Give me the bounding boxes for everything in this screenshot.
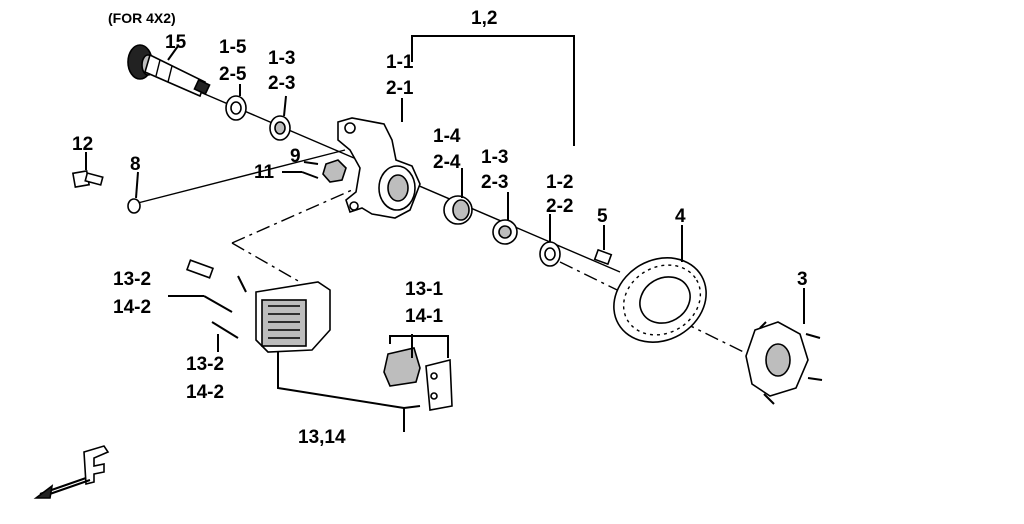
label-2-5: 2-5 [219,64,247,85]
wheel-hub-part [745,321,823,405]
knuckle-part [337,117,421,219]
label-15: 15 [165,32,187,53]
label-11: 11 [254,162,275,183]
brake-disc-part [613,257,707,343]
caliper-pins-part [185,259,247,339]
label-1-5: 1-5 [219,37,247,58]
label-2-2: 2-2 [546,196,573,217]
note-for-4x2: (FOR 4X2) [108,10,176,26]
pin-11-part [301,171,319,179]
label-2-3-upper: 2-3 [268,73,295,94]
seal-1-5-part [225,95,247,121]
label-14-1: 14-1 [405,306,443,327]
label-1-3-lower: 1-3 [481,147,508,168]
label-group-1-2: 1,2 [471,8,497,29]
label-1-4: 1-4 [433,126,461,147]
bearing-1-3-lower-part [492,219,518,245]
label-13-2-lower: 13-2 [186,354,224,375]
label-13-1: 13-1 [405,279,443,300]
disc-bolt-5-part [593,248,613,266]
callout-labels: (FOR 4X2) 15 1-5 2-5 1-3 2-3 1,2 1-1 2-1… [72,8,808,448]
drive-shaft-part [127,44,211,98]
label-9: 9 [290,146,301,167]
label-5: 5 [597,206,608,227]
label-1-3-upper: 1-3 [268,48,295,69]
label-2-3-lower: 2-3 [481,172,508,193]
label-4: 4 [675,206,686,227]
label-13-2-upper: 13-2 [113,269,151,290]
washer-8-part [127,198,141,214]
label-12: 12 [72,134,93,155]
label-13-14: 13,14 [298,427,346,448]
label-3: 3 [797,269,808,290]
brake-caliper-part [255,281,331,353]
nut-9-part [322,159,347,183]
label-1-1: 1-1 [386,52,414,73]
front-direction-icon: F [33,445,110,499]
label-2-4: 2-4 [433,152,461,173]
bearing-1-4-part [443,195,473,225]
label-1-2: 1-2 [546,172,573,193]
label-14-2-lower: 14-2 [186,382,224,403]
brake-pads-part [383,347,453,411]
leader-lines [85,35,805,432]
bearing-1-3-upper-part [269,115,291,141]
bolt-12-part [71,169,104,189]
label-2-1: 2-1 [386,78,414,99]
seal-1-2-part [539,241,561,267]
label-14-2-upper: 14-2 [113,297,151,318]
label-8: 8 [130,154,141,175]
